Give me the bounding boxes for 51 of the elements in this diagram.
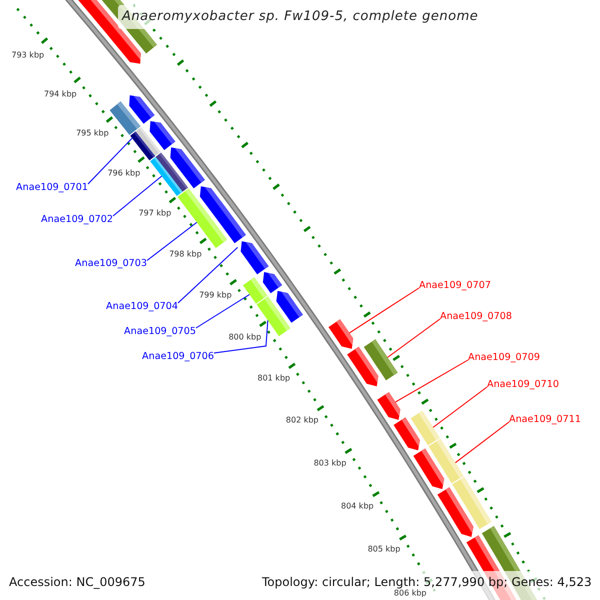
tick-label: 793 kbp xyxy=(12,50,44,60)
genome-summary: Topology: circular; Length: 5,277,990 bp; Genes: 4,523 xyxy=(262,575,592,589)
gene-bar xyxy=(178,188,228,248)
tick-label: 796 kbp xyxy=(108,168,140,178)
tick-label: 800 kbp xyxy=(228,332,262,341)
gene-feature xyxy=(262,272,282,294)
gene-feature xyxy=(377,392,400,420)
gene-bar xyxy=(110,101,140,135)
leader-line xyxy=(178,246,238,304)
leader-line xyxy=(112,176,162,216)
gene-feature xyxy=(240,241,269,274)
tick-label: 795 kbp xyxy=(76,128,109,138)
leader-line xyxy=(348,288,420,334)
gene-label: Anae109_0706 xyxy=(142,350,214,362)
leader-line xyxy=(214,320,268,354)
gene-bar xyxy=(130,132,155,160)
tick-label: 803 kbp xyxy=(314,458,346,468)
leader-line xyxy=(196,294,250,328)
accession-text: Accession: NC_009675 xyxy=(9,575,146,589)
gene-label: Anae109_0701 xyxy=(16,182,88,192)
gene-feature xyxy=(413,448,444,490)
tick-label: 804 kbp xyxy=(341,501,374,510)
gene-feature xyxy=(437,487,474,537)
gene-label: Anae109_0711 xyxy=(509,414,581,424)
gene-label: Anae109_0707 xyxy=(419,280,491,290)
tick-label: 802 kbp xyxy=(286,416,318,425)
tick-label: 794 kbp xyxy=(44,89,77,98)
gene-bar xyxy=(150,156,182,196)
leader-line xyxy=(432,386,488,428)
tick-label: 797 kbp xyxy=(138,208,172,218)
tick-label: 798 kbp xyxy=(169,250,202,258)
gene-feature xyxy=(394,417,420,450)
gene-label: Anae109_0709 xyxy=(468,352,540,362)
tick-label: 806 kbp xyxy=(394,588,426,597)
gene-label: Anae109_0705 xyxy=(124,326,196,336)
leader-line xyxy=(88,138,133,184)
leader-line xyxy=(394,360,468,403)
gene-feature xyxy=(347,346,378,386)
leader-line xyxy=(387,318,440,358)
tick-label: 805 kbp xyxy=(368,544,400,554)
gene-label: Anae109_0710 xyxy=(487,378,559,390)
leader-line xyxy=(146,222,198,261)
gene-label: Anae109_0702 xyxy=(41,214,113,224)
gene-label: Anae109_0703 xyxy=(75,258,147,269)
tick-label: 801 kbp xyxy=(258,374,290,383)
leader-line xyxy=(454,422,510,464)
gene-label: Anae109_0708 xyxy=(440,310,512,322)
gene-bar xyxy=(242,277,268,304)
gene-feature xyxy=(328,319,354,349)
gene-label: Anae109_0704 xyxy=(106,300,178,312)
tick-label: 799 kbp xyxy=(199,290,232,300)
